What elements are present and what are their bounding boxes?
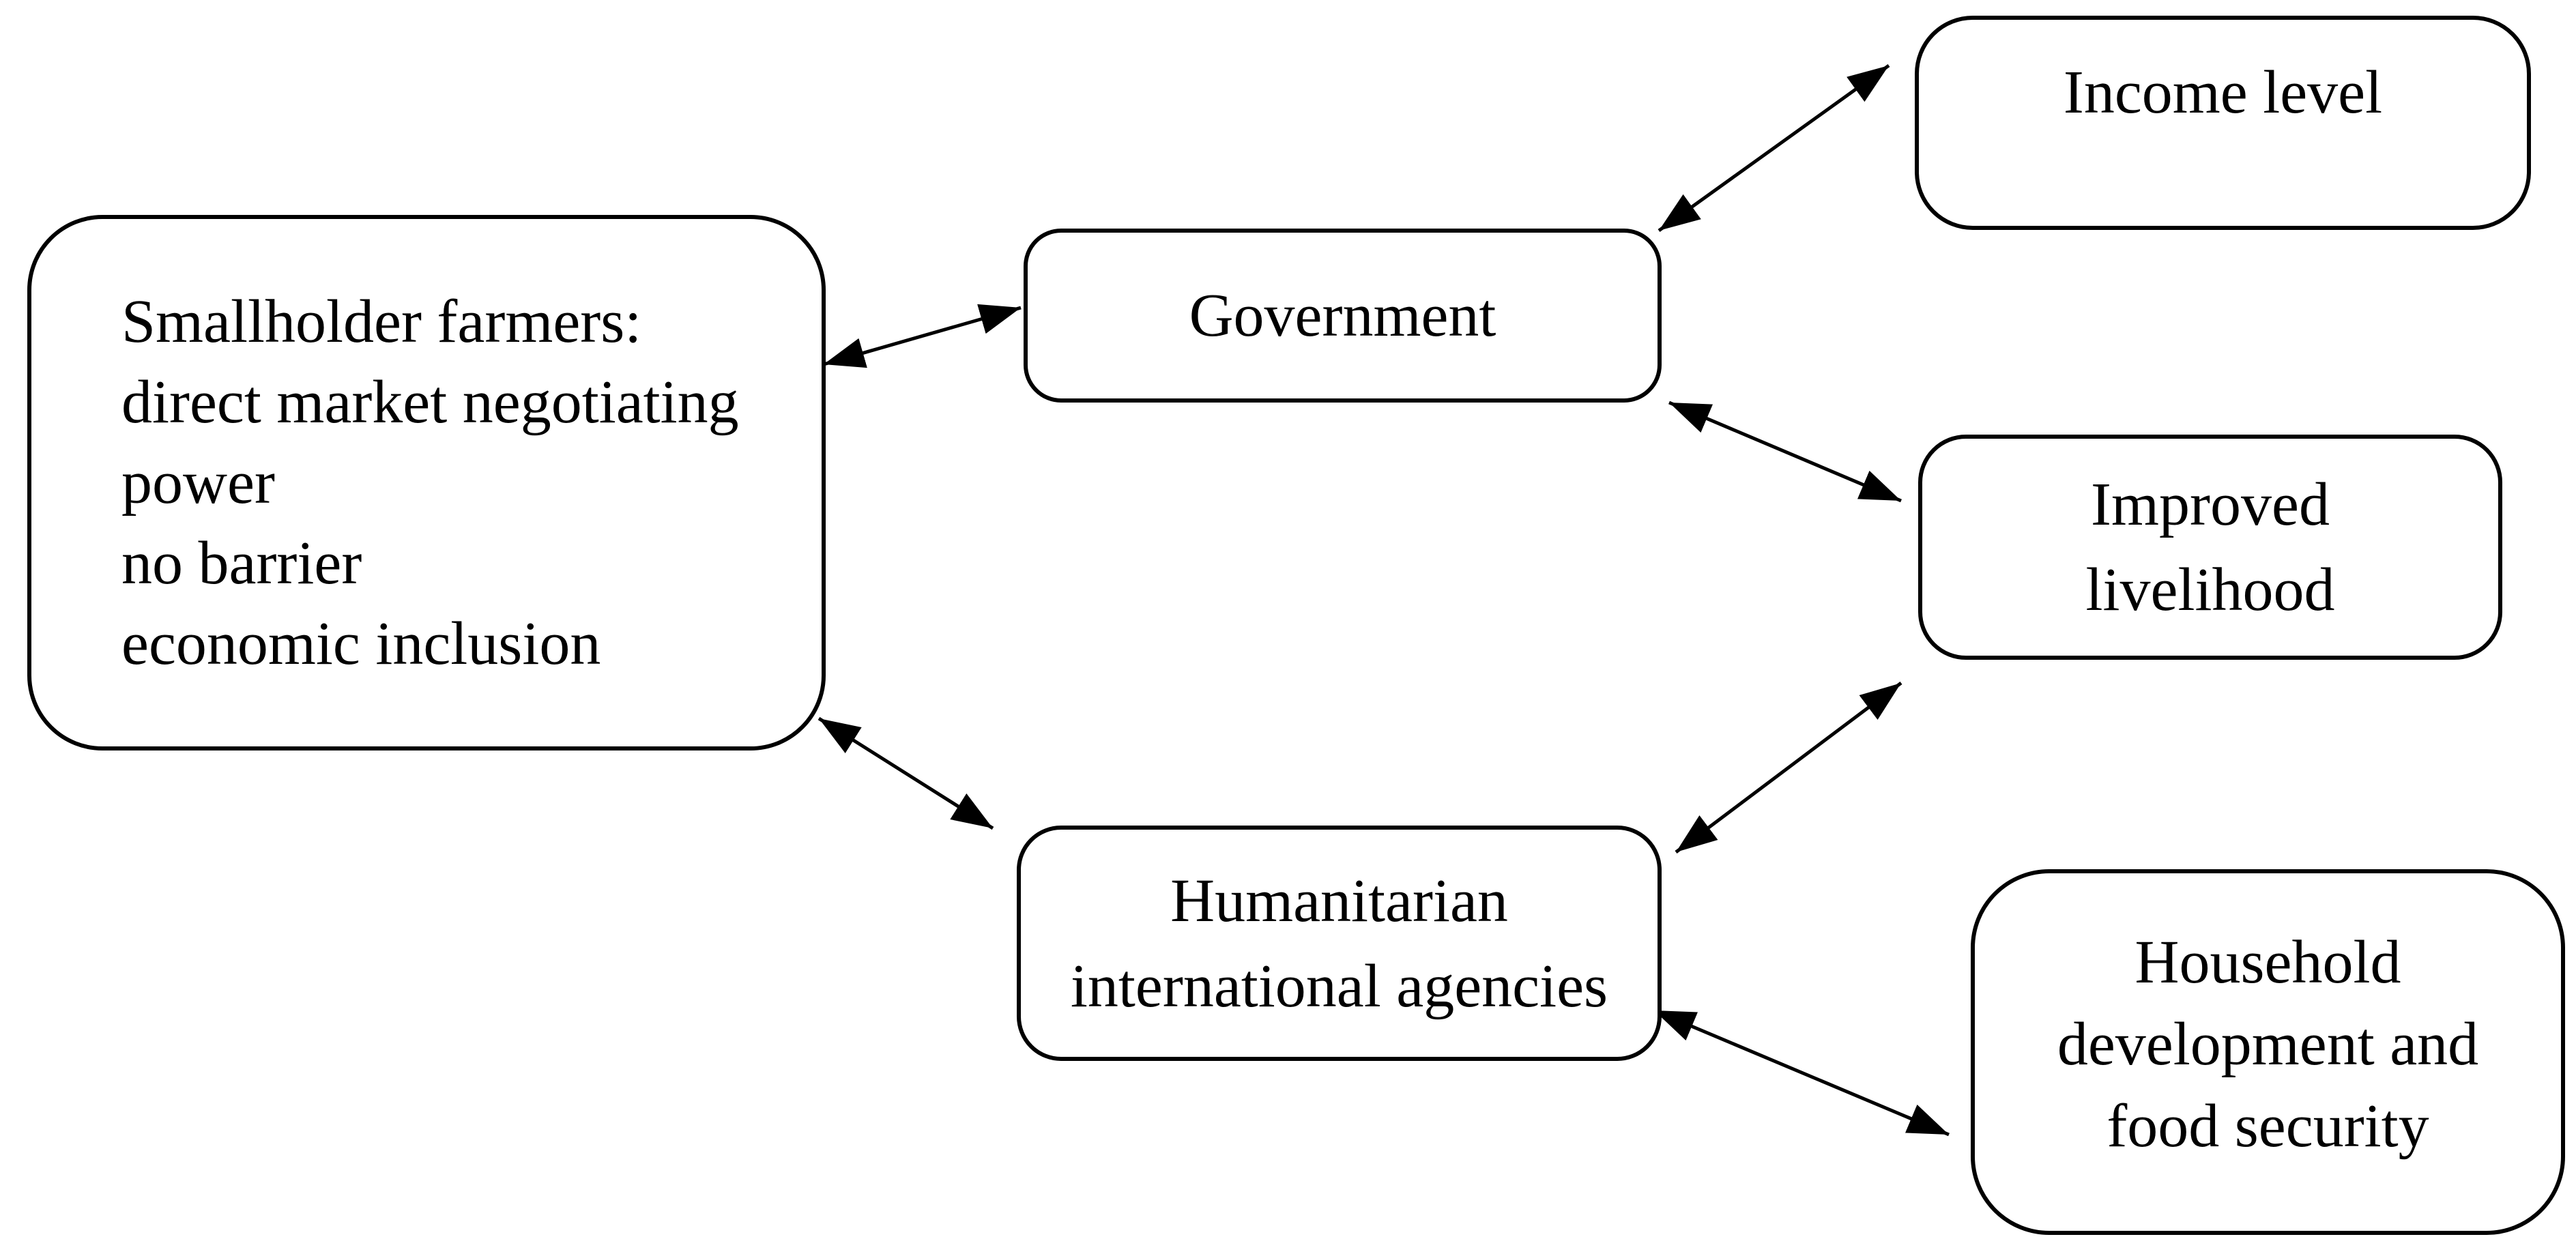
node-income-level: Income level (1915, 16, 2531, 230)
arrow-government-income-level (1658, 63, 1890, 233)
node-label-line: Income level (2063, 59, 2383, 126)
node-improved-livelihood: Improved livelihood (1918, 435, 2502, 660)
arrow-humanitarian-improved-livelihood (1675, 682, 1902, 854)
node-label-line: livelihood (2085, 556, 2335, 624)
node-label-line: no barrier (121, 529, 362, 597)
node-government: Government (1024, 229, 1662, 403)
node-label-line: power (121, 449, 275, 516)
node-label-line: Government (1189, 281, 1496, 349)
arrow-humanitarian-household (1653, 1008, 1950, 1137)
node-smallholder-farmers: Smallholder farmers: direct market negot… (27, 215, 826, 750)
arrow-smallholder-government (823, 304, 1022, 368)
node-label-line: Improved (2091, 471, 2330, 538)
node-household-development-food-security: Household development and food security (1971, 869, 2565, 1235)
node-label-line: Smallholder farmers: (121, 288, 642, 355)
node-label-line: direct market negotiating (121, 368, 739, 436)
node-label-line: Household (2134, 929, 2401, 996)
node-label-line: international agencies (1070, 952, 1608, 1020)
node-humanitarian-international-agencies: Humanitarian international agencies (1017, 826, 1662, 1061)
arrow-smallholder-humanitarian (817, 716, 994, 830)
node-label-line: food security (2107, 1092, 2429, 1160)
arrow-government-improved-livelihood (1668, 400, 1902, 503)
node-label-line: development and (2057, 1010, 2479, 1078)
node-label-line: economic inclusion (121, 610, 601, 677)
node-label-line: Humanitarian (1170, 866, 1508, 935)
